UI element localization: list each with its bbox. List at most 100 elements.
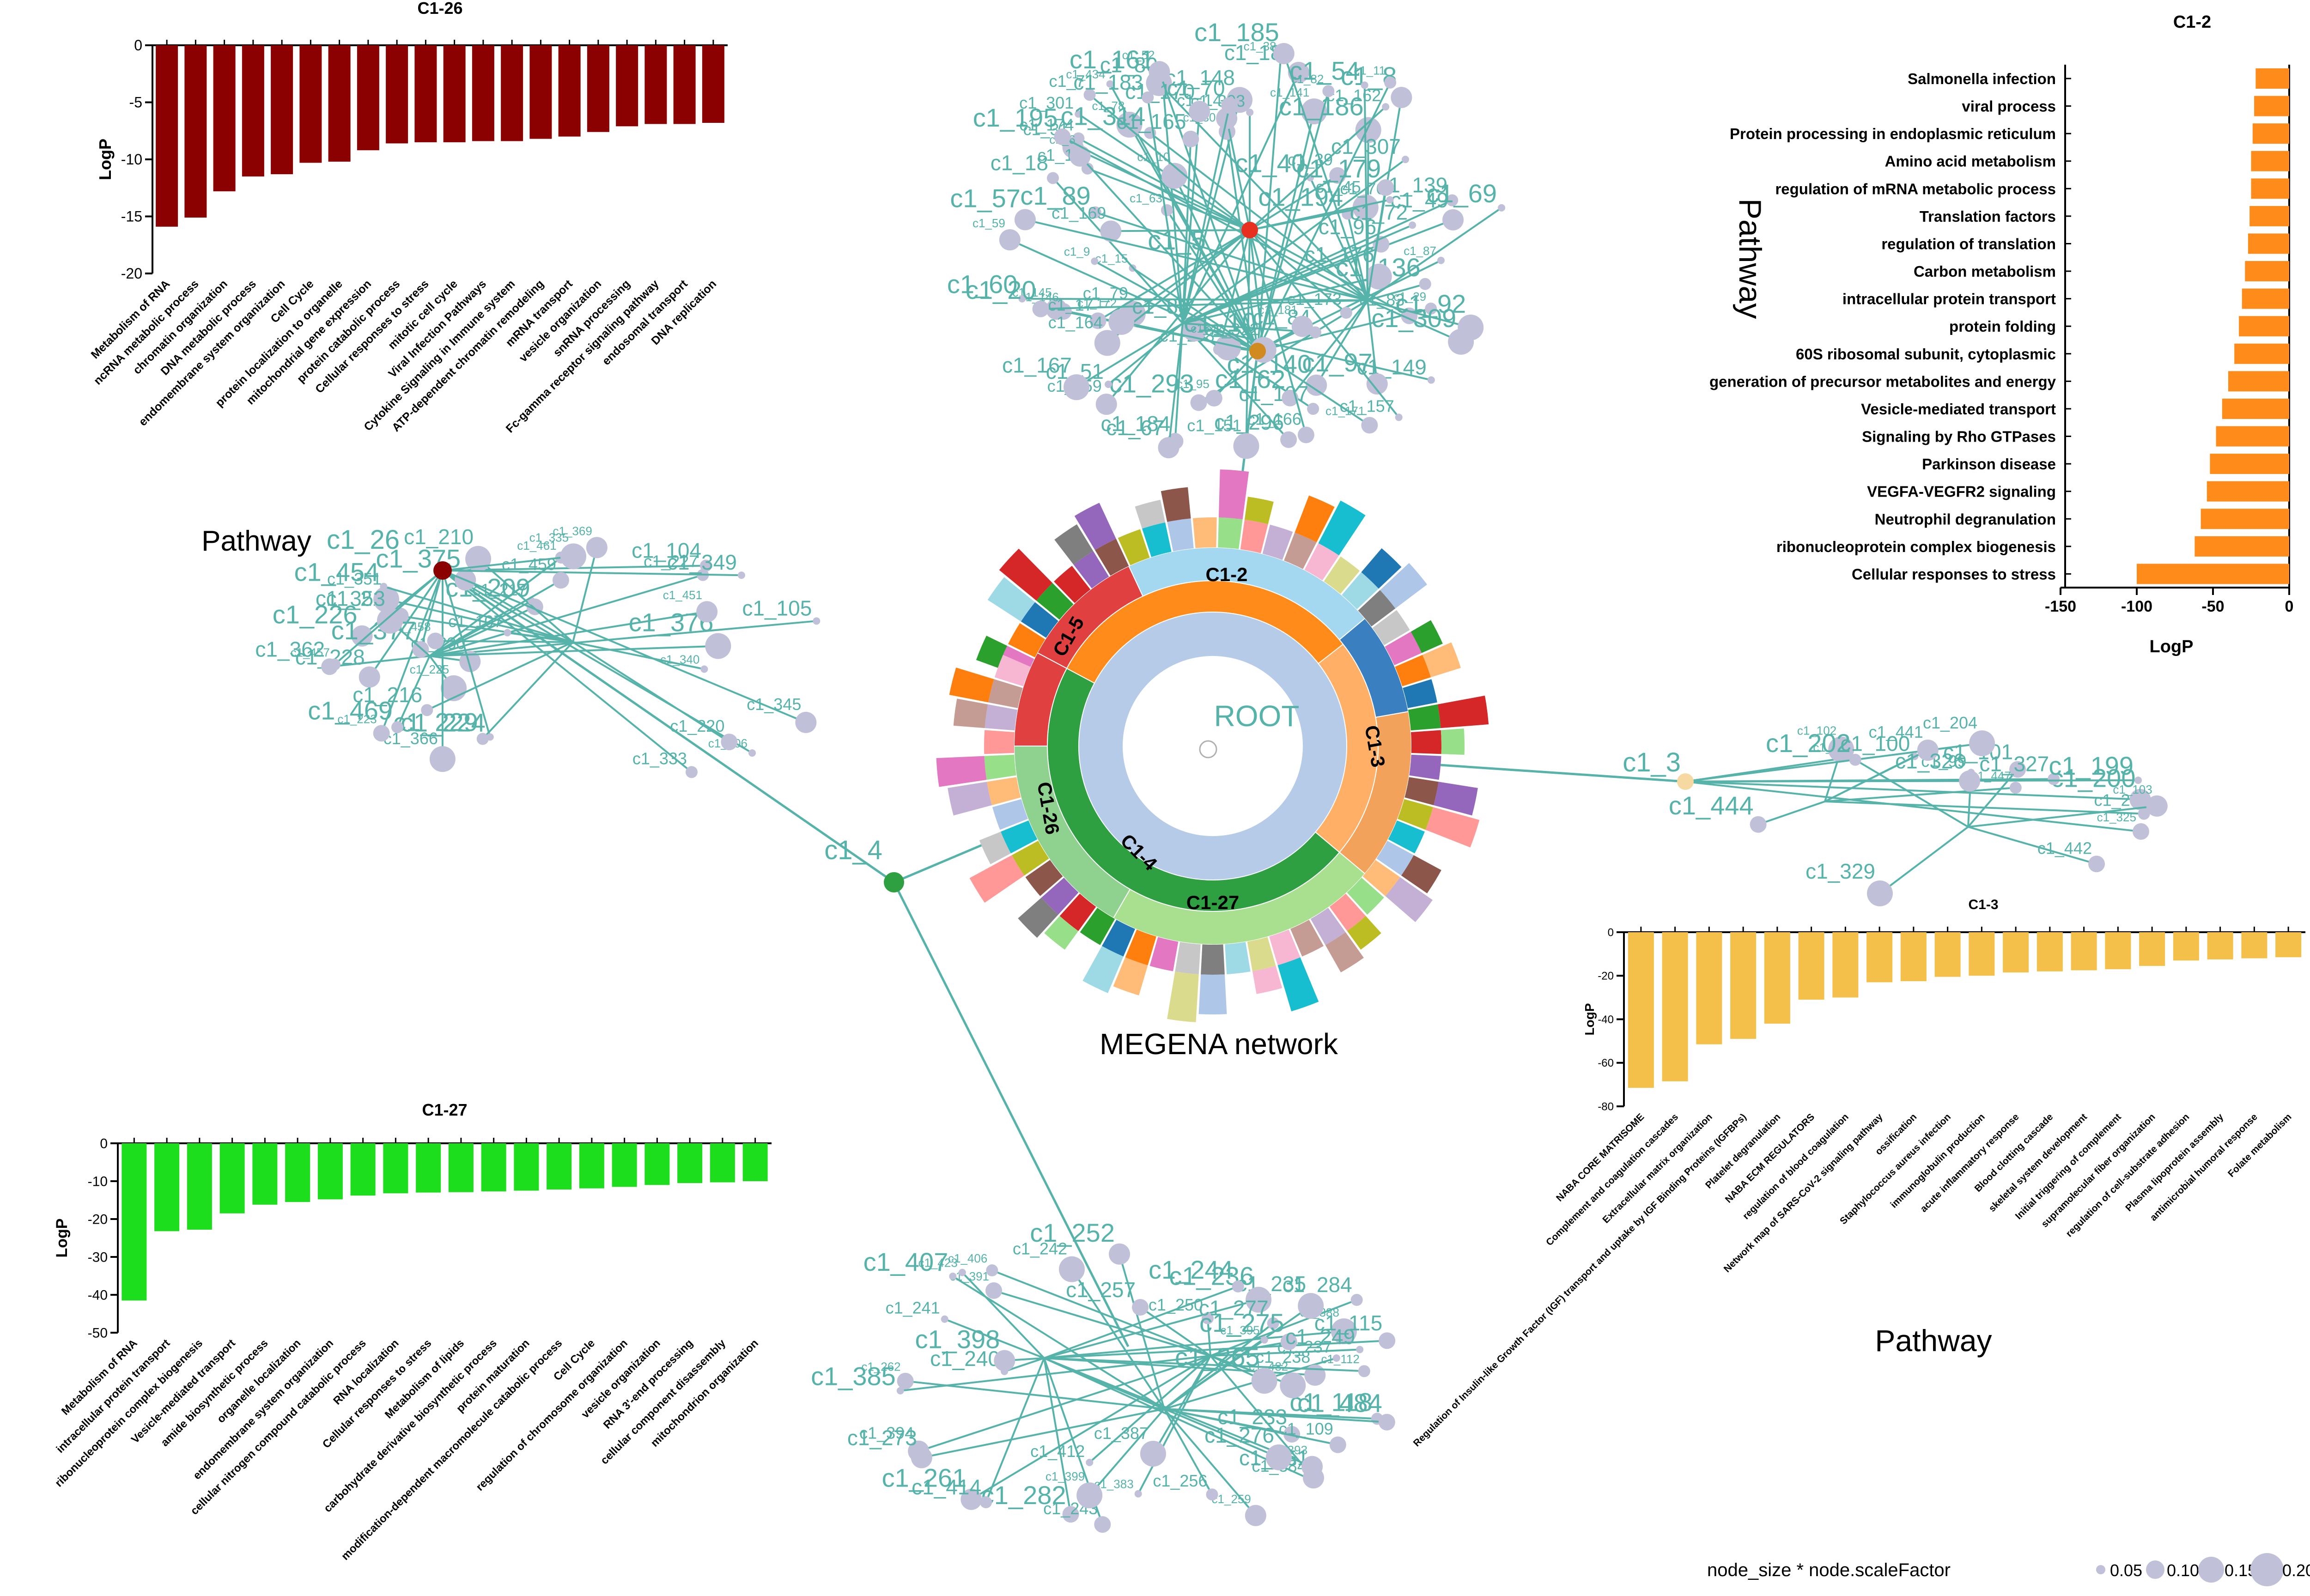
backbone-edge bbox=[442, 569, 895, 884]
network-edge bbox=[369, 570, 444, 678]
network-edge bbox=[435, 640, 573, 643]
network-node bbox=[2134, 777, 2142, 784]
network-edge bbox=[1128, 124, 1258, 352]
ring-segment bbox=[1380, 563, 1428, 609]
bar bbox=[2234, 343, 2289, 364]
network-edge bbox=[905, 1380, 1165, 1410]
network-node-label: c1_184 bbox=[1101, 412, 1171, 436]
network-node bbox=[2138, 807, 2150, 820]
network-node bbox=[941, 1315, 948, 1323]
network-node bbox=[1384, 76, 1397, 89]
network-node-label: c1_454 bbox=[294, 558, 379, 587]
network-node-label: c1_238 bbox=[1256, 1347, 1310, 1366]
network-node-label: c1_265 bbox=[1175, 1342, 1260, 1371]
network-node bbox=[1332, 1354, 1340, 1362]
network-node bbox=[1377, 179, 1394, 196]
legend-node-size bbox=[2198, 1557, 2224, 1583]
network-node-label: c1_195 bbox=[973, 103, 1058, 132]
ring-segment bbox=[994, 655, 1031, 686]
x-tick-label: Folate metabolism bbox=[2226, 1111, 2294, 1179]
network-edge bbox=[1132, 267, 1258, 352]
network-node-label: c1_179 bbox=[1296, 154, 1381, 183]
x-tick-label: 0 bbox=[2285, 598, 2294, 615]
network-node bbox=[1498, 204, 1506, 212]
network-node bbox=[351, 625, 373, 647]
network-node-label: c1_54 bbox=[1289, 56, 1360, 85]
network-node bbox=[1251, 1368, 1277, 1394]
network-node-label: c1_70 bbox=[1167, 76, 1225, 100]
network-node bbox=[1105, 380, 1112, 388]
y-tick-label: -10 bbox=[88, 1174, 108, 1189]
network-edge bbox=[1257, 55, 1282, 352]
ring-segment bbox=[1167, 518, 1194, 552]
network-node-label: c1_399 bbox=[1046, 1469, 1085, 1483]
network-node bbox=[1386, 196, 1394, 204]
network-node bbox=[1089, 312, 1106, 329]
y-tick-label: Amino acid metabolism bbox=[1885, 153, 2056, 170]
network-edge bbox=[429, 611, 707, 657]
network-node bbox=[373, 725, 390, 742]
bar bbox=[1730, 932, 1757, 1039]
network-edge bbox=[1121, 321, 1258, 352]
network-node bbox=[1329, 1436, 1346, 1453]
network-node bbox=[1055, 303, 1072, 320]
network-node-label: c1_18 bbox=[991, 151, 1048, 175]
network-node-label: c1_395 bbox=[1220, 1323, 1259, 1337]
network-edge bbox=[985, 1358, 1045, 1503]
network-node bbox=[1233, 433, 1259, 459]
network-node bbox=[1283, 1426, 1301, 1443]
ring-segment bbox=[1362, 860, 1400, 896]
network-node-label: c1_394 bbox=[859, 1424, 914, 1443]
network-node bbox=[1419, 278, 1431, 290]
network-node bbox=[429, 746, 456, 772]
network-edge bbox=[1163, 1339, 1265, 1410]
network-node-label: c1_38 bbox=[1244, 39, 1277, 53]
network-edge bbox=[900, 1355, 1211, 1392]
ring-segment bbox=[1262, 524, 1293, 560]
hub-label-c1_4: c1_4 bbox=[824, 835, 882, 865]
ring-segment bbox=[1175, 942, 1201, 975]
network-node-label: c1_210 bbox=[404, 525, 474, 549]
bar bbox=[242, 45, 264, 177]
network-edge bbox=[396, 655, 431, 728]
megena-network: c1_434c1_298c1_296c1_140c1_141c1_301c1_1… bbox=[255, 18, 2168, 1533]
network-node bbox=[1132, 1299, 1149, 1316]
y-tick-label: -5 bbox=[129, 94, 142, 111]
ring-segment bbox=[1398, 799, 1433, 830]
bar bbox=[2239, 316, 2289, 337]
bar bbox=[2252, 123, 2289, 144]
bar bbox=[2036, 932, 2063, 971]
network-node-label: c1_172 bbox=[1077, 296, 1117, 310]
network-node-label: c1_282 bbox=[981, 1481, 1066, 1510]
network-node-label: c1_244 bbox=[1149, 1255, 1234, 1284]
bar bbox=[612, 1143, 637, 1187]
x-tick-label: ribonucleoprotein complex biogenesis bbox=[53, 1337, 205, 1489]
network-edge bbox=[1879, 826, 1969, 894]
network-edge bbox=[1226, 118, 1251, 231]
y-tick-label: Protein processing in endoplasmic reticu… bbox=[1730, 125, 2056, 142]
network-edge bbox=[442, 570, 742, 577]
network-node bbox=[1378, 1414, 1395, 1431]
network-node bbox=[1058, 1256, 1085, 1282]
ring-segment bbox=[987, 577, 1035, 622]
bar bbox=[285, 1143, 310, 1202]
bar bbox=[1628, 932, 1654, 1088]
network-edge bbox=[1043, 1358, 1072, 1515]
network-node-label: c1_235 bbox=[1236, 1272, 1306, 1296]
network-edge bbox=[1824, 787, 2016, 802]
network-node-label: c1_314 bbox=[1061, 102, 1146, 131]
x-tick-label: -50 bbox=[2201, 598, 2224, 615]
network-node bbox=[1106, 80, 1114, 88]
network-node-label: c1_441 bbox=[1869, 722, 1923, 741]
network-edge bbox=[1044, 1299, 1259, 1359]
network-node bbox=[1867, 880, 1893, 907]
ring-segment bbox=[1385, 877, 1433, 922]
network-node-label: c1_277 bbox=[1199, 1296, 1269, 1320]
network-node bbox=[960, 1488, 982, 1510]
network-node-label: c1_252 bbox=[1030, 1218, 1115, 1247]
network-node-label: c1_183 bbox=[1073, 70, 1143, 94]
ring-segment bbox=[1304, 543, 1339, 581]
network-edge bbox=[1757, 801, 1825, 825]
network-node-label: c1_261 bbox=[882, 1463, 967, 1493]
